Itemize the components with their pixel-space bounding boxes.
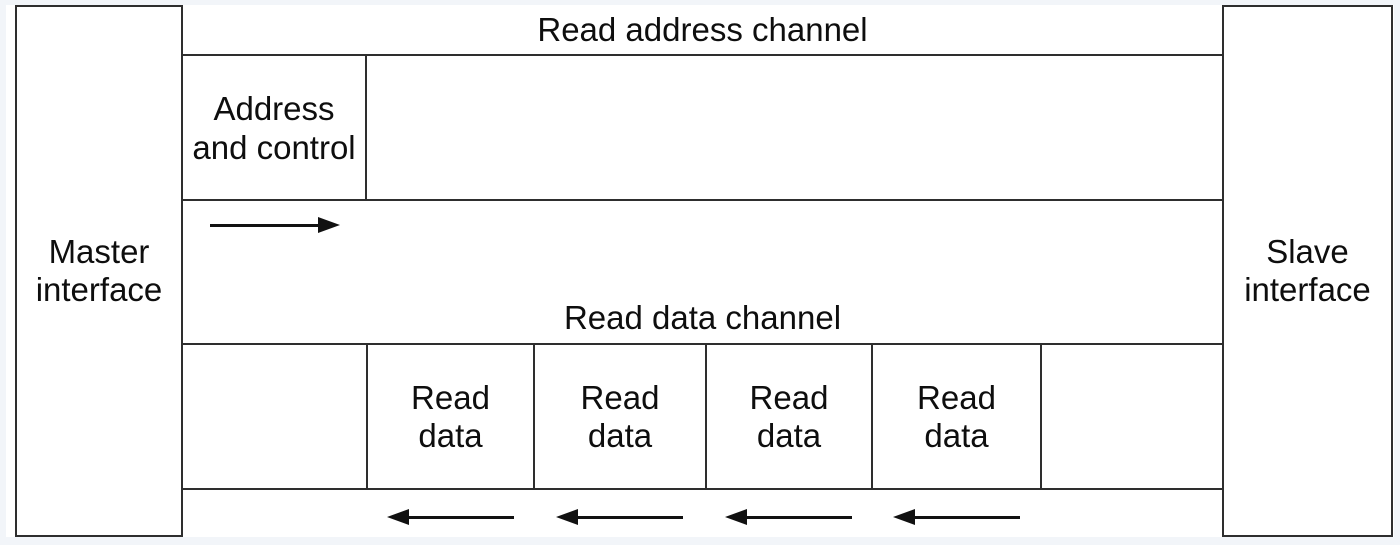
- slave-interface-box: Slave interface: [1222, 5, 1393, 537]
- read-address-channel-title: Read address channel: [537, 11, 868, 48]
- address-and-control-label-line1: Address: [213, 89, 335, 127]
- read-data-label-2-line2: data: [587, 416, 653, 454]
- read-data-box-1: Read data: [368, 345, 533, 488]
- read-data-direction-arrow-icon-4: [893, 509, 1020, 525]
- read-data-label-2: Read data: [581, 379, 660, 455]
- read-address-direction-arrow-icon: [210, 217, 340, 233]
- cell-divider: [1040, 345, 1042, 488]
- address-and-control-label: Address and control: [192, 89, 355, 167]
- read-data-box-3: Read data: [707, 345, 871, 488]
- slave-interface-label-line1: Slave: [1266, 233, 1349, 270]
- read-data-direction-arrow-icon-1: [387, 509, 514, 525]
- master-interface-box: Master interface: [15, 5, 183, 537]
- cell-divider: [533, 345, 535, 488]
- arrow-head-right-icon: [318, 217, 340, 233]
- slave-interface-label-line2: interface: [1244, 271, 1371, 308]
- read-data-label-4-line1: Read: [917, 378, 996, 416]
- cell-divider: [366, 345, 368, 488]
- read-data-direction-arrow-icon-2: [556, 509, 683, 525]
- master-interface-label-line2: interface: [35, 271, 163, 308]
- master-interface-label: Master interface: [36, 233, 163, 309]
- arrow-shaft: [210, 224, 322, 227]
- read-data-label-3: Read data: [750, 379, 829, 455]
- arrow-shaft: [743, 516, 852, 519]
- read-data-label-1-line2: data: [418, 416, 483, 454]
- read-data-box-4: Read data: [873, 345, 1040, 488]
- cell-divider: [705, 345, 707, 488]
- read-data-channel-band: Read data Read data Read data Read data: [183, 343, 1222, 490]
- read-data-label-2-line1: Read: [580, 378, 660, 416]
- arrow-shaft: [574, 516, 683, 519]
- arrow-shaft: [911, 516, 1020, 519]
- arrow-head-left-icon: [387, 509, 409, 525]
- read-data-label-3-line1: Read: [749, 378, 829, 416]
- arrow-head-left-icon: [893, 509, 915, 525]
- address-and-control-box: Address and control: [183, 56, 367, 199]
- address-and-control-label-line2: and control: [192, 128, 356, 166]
- master-interface-label-line1: Master: [48, 233, 150, 270]
- read-data-label-4: Read data: [917, 379, 996, 455]
- arrow-head-left-icon: [556, 509, 578, 525]
- arrow-shaft: [405, 516, 514, 519]
- read-data-label-1-line1: Read: [411, 378, 490, 416]
- arrow-head-left-icon: [725, 509, 747, 525]
- read-data-channel-title: Read data channel: [563, 299, 842, 336]
- read-data-label-4-line2: data: [924, 416, 989, 454]
- read-data-direction-arrow-icon-3: [725, 509, 852, 525]
- read-address-channel-band: Address and control: [183, 54, 1222, 201]
- read-data-box-2: Read data: [535, 345, 705, 488]
- cell-divider: [871, 345, 873, 488]
- read-data-label-3-line2: data: [756, 416, 822, 454]
- slave-interface-label: Slave interface: [1244, 233, 1371, 309]
- read-data-label-1: Read data: [411, 379, 490, 455]
